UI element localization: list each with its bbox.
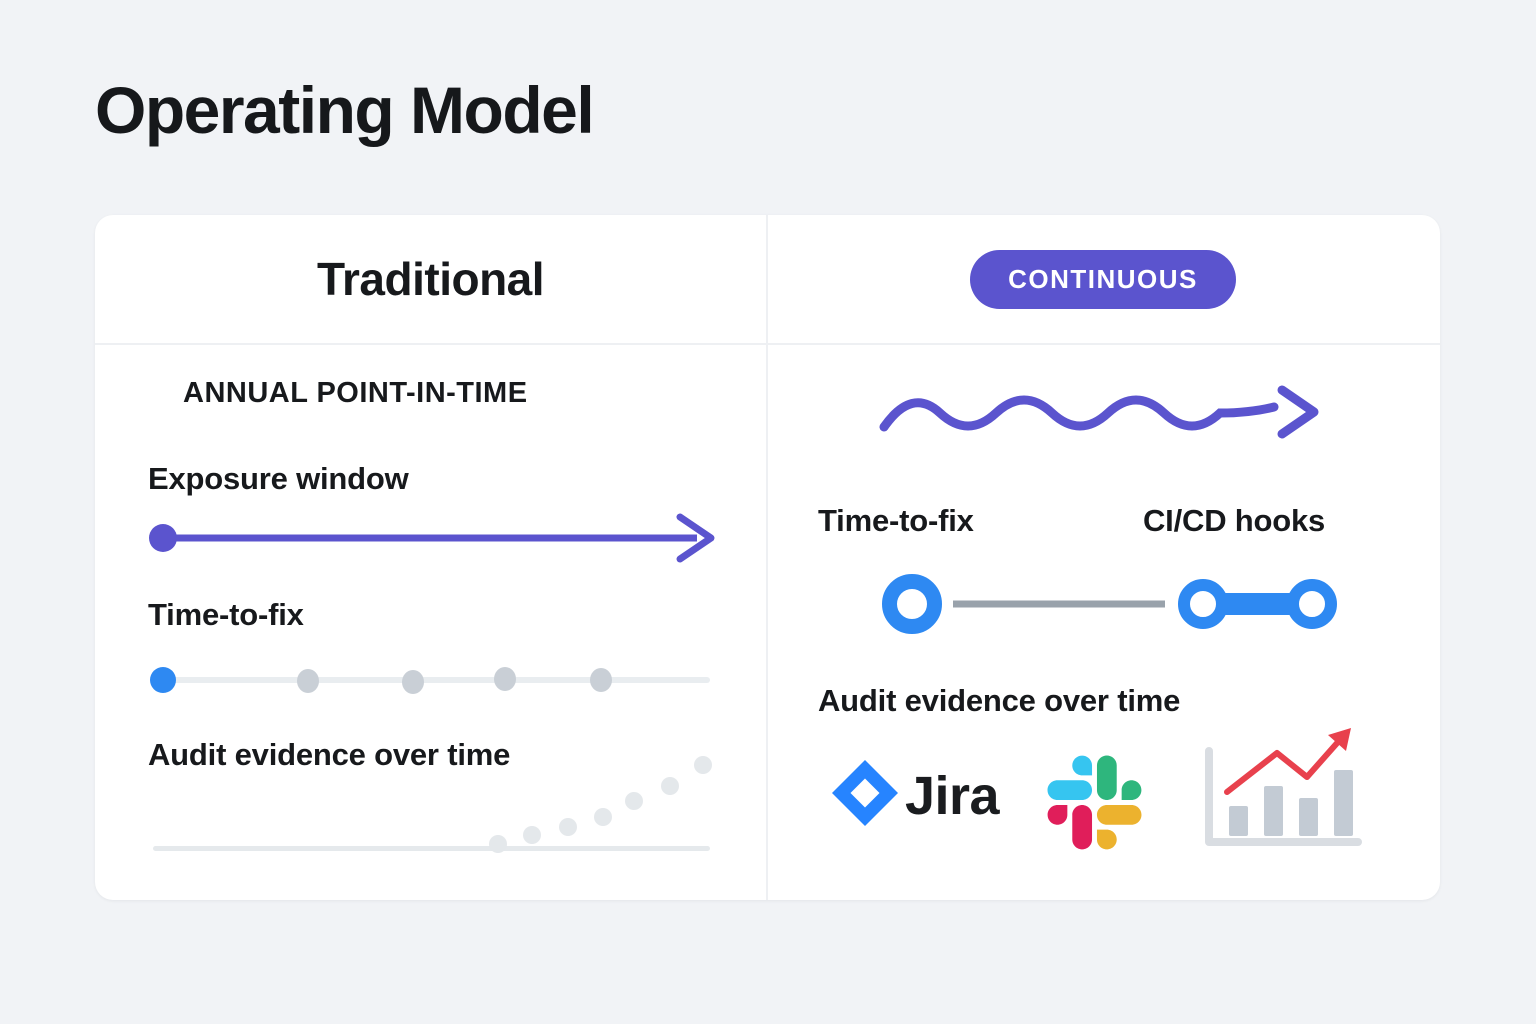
linked-nodes-icon xyxy=(882,574,1337,634)
time-to-fix-timeline-icon xyxy=(150,667,710,694)
traditional-header-label: Traditional xyxy=(316,253,545,305)
annual-point-in-time-label: ANNUAL POINT-IN-TIME xyxy=(183,377,528,409)
audit-evidence-label-continuous: Audit evidence over time xyxy=(818,683,1181,718)
page-title: Operating Model xyxy=(95,73,595,147)
continuous-wave-arrow-icon xyxy=(879,385,1319,439)
time-to-fix-label-traditional: Time-to-fix xyxy=(148,597,304,632)
continuous-badge: CONTINUOUS xyxy=(970,249,1236,309)
bar-chart-trend-icon xyxy=(1205,728,1362,846)
audit-evidence-label-traditional: Audit evidence over time xyxy=(148,737,511,772)
audit-evidence-sparkline-icon xyxy=(153,756,712,853)
header-divider xyxy=(95,343,1440,345)
time-to-fix-label-continuous: Time-to-fix xyxy=(818,503,974,538)
continuous-header: CONTINUOUS xyxy=(766,215,1440,343)
traditional-column: Traditional ANNUAL POINT-IN-TIME Exposur… xyxy=(95,215,1440,900)
continuous-column: CONTINUOUS Time-to-fix CI/CD hooks Audit… xyxy=(95,215,1440,900)
exposure-window-arrow-icon xyxy=(149,513,715,563)
exposure-window-label: Exposure window xyxy=(148,461,409,496)
jira-wordmark: Jira xyxy=(905,766,1000,826)
slack-logo-icon xyxy=(1047,755,1142,850)
jira-logo-icon xyxy=(832,760,898,826)
traditional-header: Traditional xyxy=(95,215,766,343)
cicd-hooks-label: CI/CD hooks xyxy=(1143,503,1326,538)
column-divider xyxy=(766,215,768,900)
comparison-card: Traditional ANNUAL POINT-IN-TIME Exposur… xyxy=(95,215,1440,900)
